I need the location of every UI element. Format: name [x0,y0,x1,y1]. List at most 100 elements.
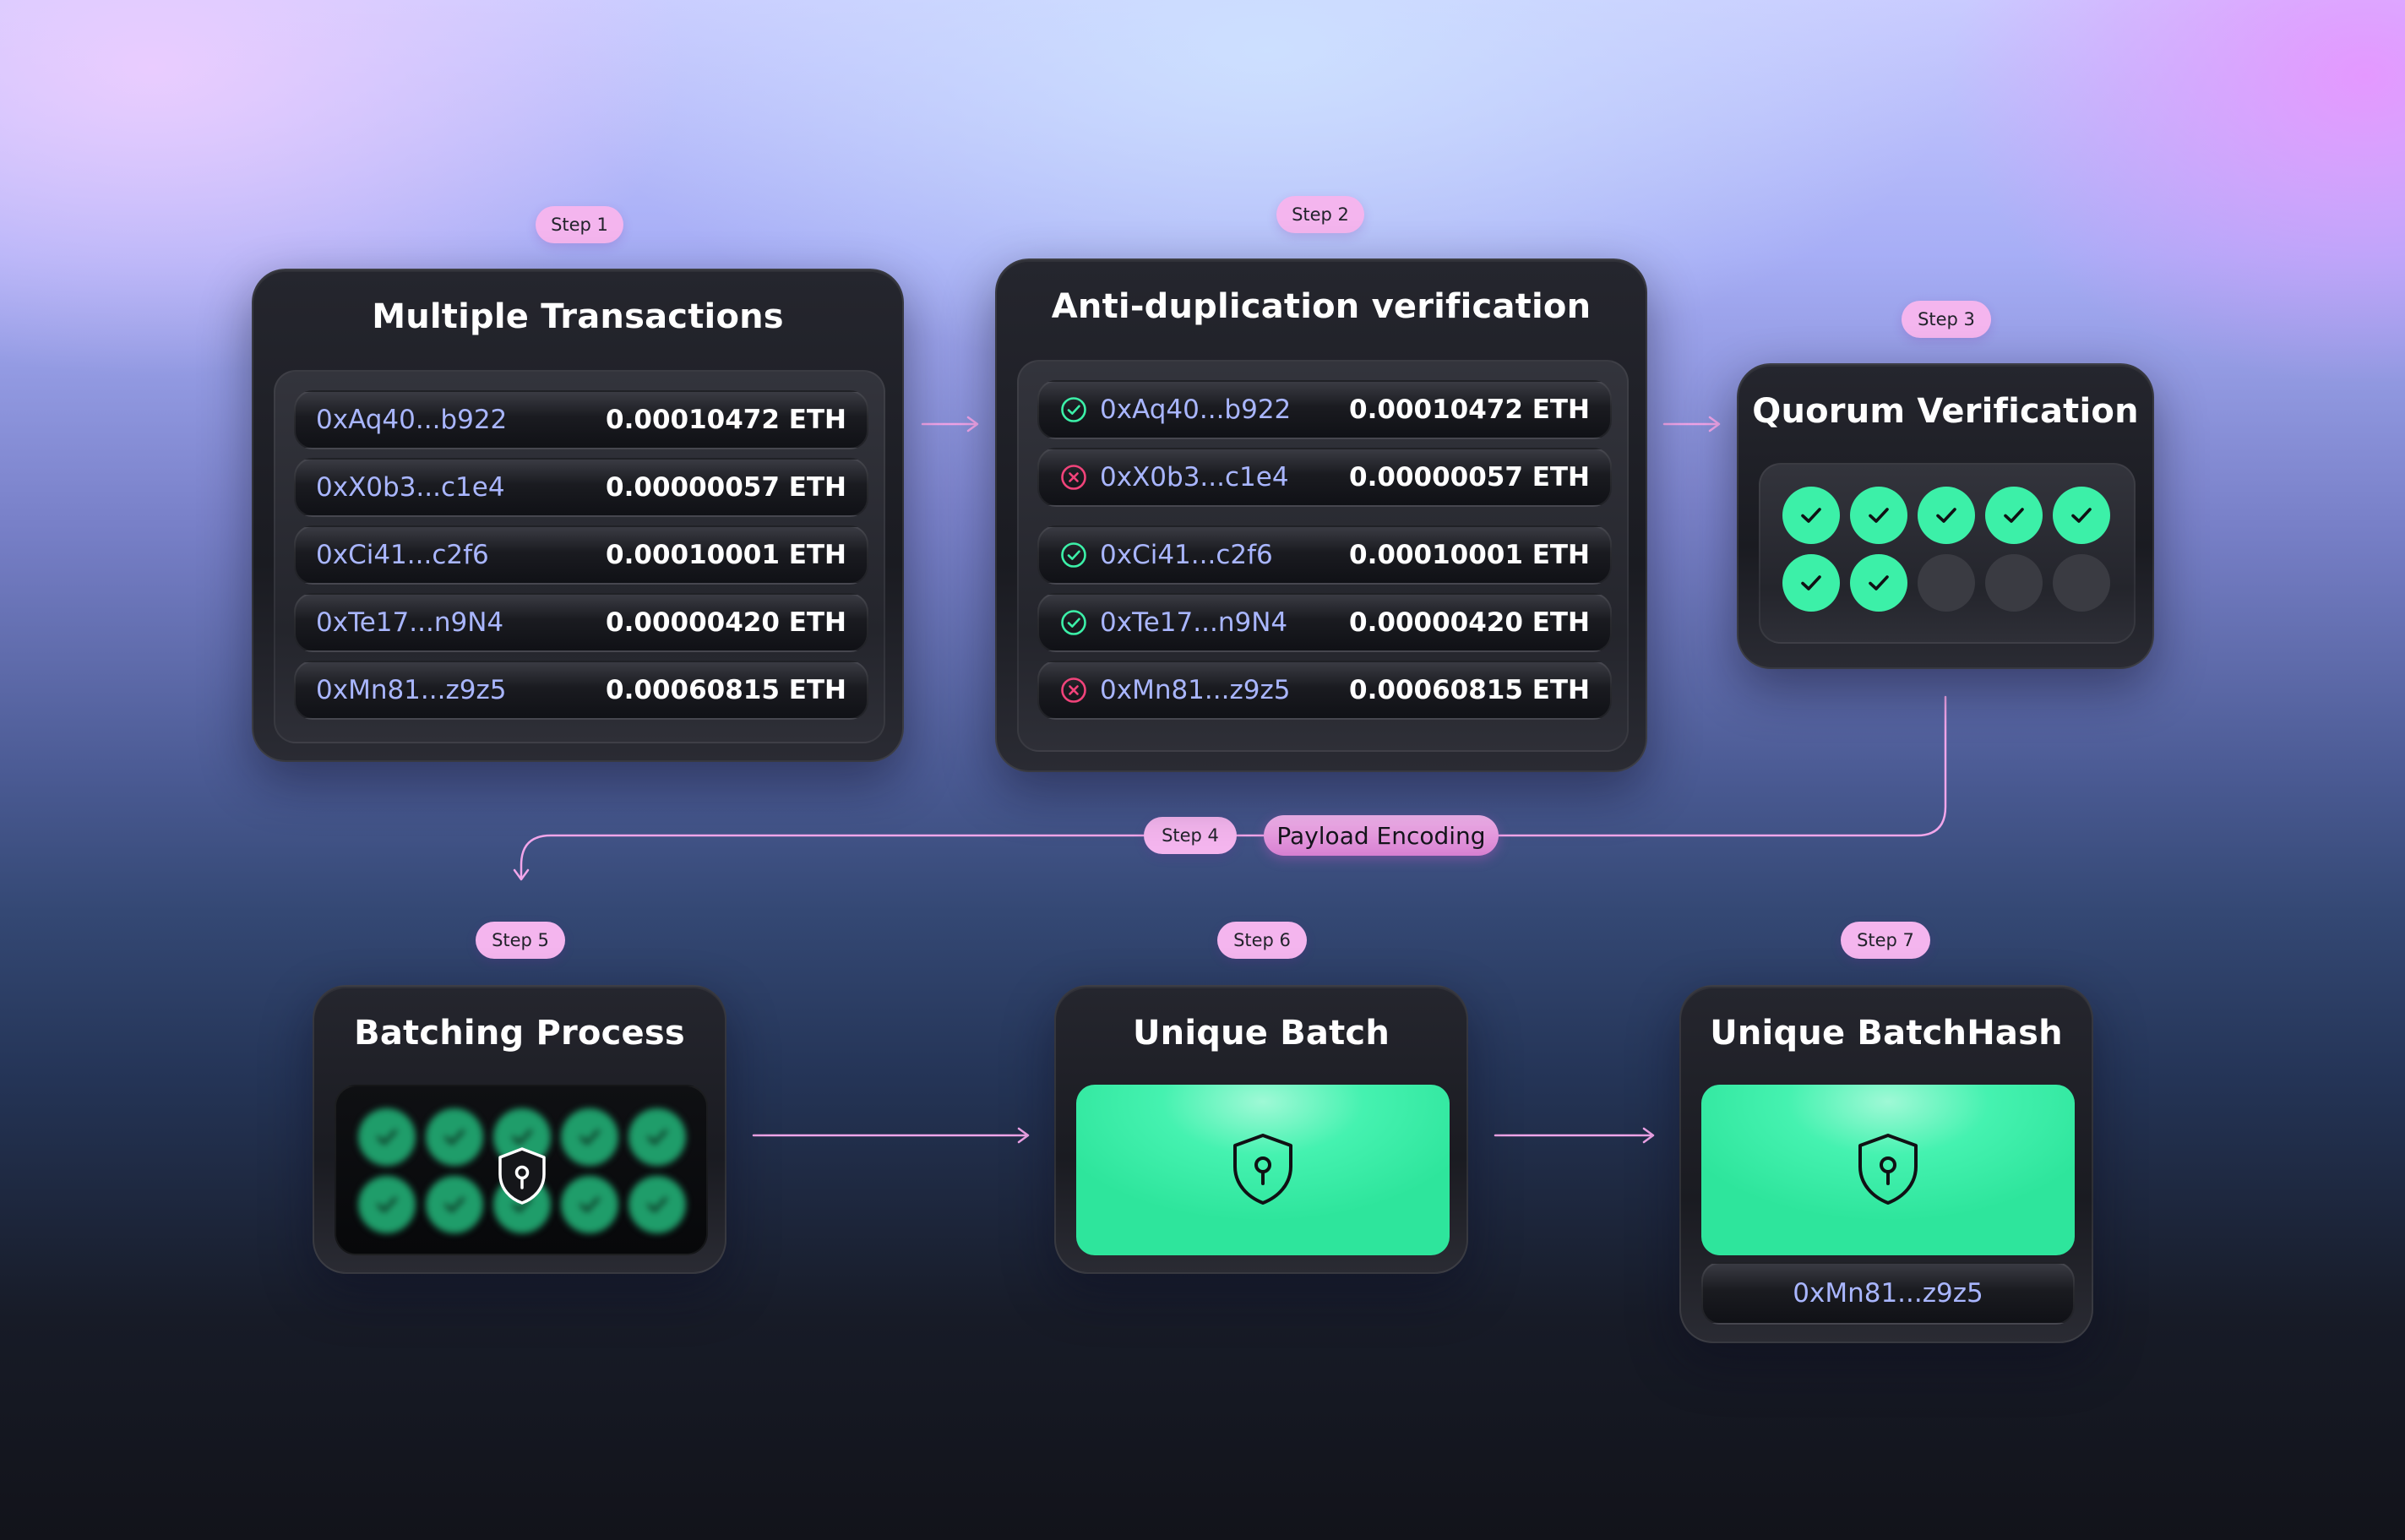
transaction-hash: 0xTe17...n9N4 [316,607,504,638]
transaction-amount: 0.00000057 ETH [1349,462,1590,492]
transaction-row: 0xX0b3...c1e4 0.00000057 ETH [294,458,868,517]
transaction-list: 0xAq40...b922 0.00010472 ETH 0xX0b3...c1… [274,370,885,743]
transaction-amount: 0.00010001 ETH [1349,540,1590,570]
shield-lock-icon [1233,1134,1292,1205]
batched-transaction-dot [426,1108,483,1166]
transaction-amount: 0.00010001 ETH [606,540,846,570]
check-circle-icon [1061,610,1086,635]
transaction-hash: 0xX0b3...c1e4 [316,472,505,503]
checkmark-icon [512,1197,532,1212]
checkmark-icon [1869,575,1889,590]
step-2-badge: Step 2 [1276,196,1364,233]
quorum-vote-pending [1985,554,2043,612]
transaction-hash: 0xCi41...c2f6 [316,540,489,570]
checkmark-icon [377,1129,397,1145]
batched-transaction-dot [628,1108,686,1166]
checkmark-icon [2004,508,2024,523]
check-circle-icon [1061,397,1086,422]
transaction-hash: 0xAq40...b922 [316,405,508,435]
transaction-amount: 0.00000057 ETH [606,472,846,503]
unique-batch-card: Unique Batch [1054,985,1468,1274]
arrow-step2-to-step3 [1662,416,1721,433]
checkmark-icon [444,1129,465,1145]
transaction-amount: 0.00060815 ETH [1349,675,1590,705]
checkmark-icon [512,1129,532,1145]
step-7-badge: Step 7 [1841,922,1930,959]
batch-panel [1076,1085,1450,1255]
transaction-amount: 0.00010472 ETH [1349,395,1590,425]
transaction-row: 0xMn81...z9z5 0.00060815 ETH [294,661,868,720]
anti-duplication-card: Anti-duplication verification 0xAq40...b… [995,258,1647,772]
batched-transaction-dot [426,1176,483,1233]
quorum-vote-pending [1918,554,1975,612]
multiple-transactions-card: Multiple Transactions 0xAq40...b922 0.00… [252,269,904,762]
unique-batchhash-card: Unique BatchHash 0xMn81...z9z5 [1679,985,2093,1343]
step-1-badge: Step 1 [536,206,623,243]
payload-encoding-label: Payload Encoding [1264,815,1499,856]
card-title: Unique Batch [1132,1014,1390,1053]
quorum-vote-confirmed [1918,487,1975,544]
transaction-amount: 0.00060815 ETH [606,675,846,705]
check-circle-icon [1061,542,1086,568]
transaction-row: 0xCi41...c2f6 0.00010001 ETH [294,525,868,585]
checkmark-icon [1936,508,1956,523]
step-3-badge: Step 3 [1902,301,1991,338]
quorum-vote-confirmed [2053,487,2110,544]
checkmark-icon [1801,508,1821,523]
shield-lock-icon [498,1147,546,1205]
batched-transaction-dot [628,1176,686,1233]
checkmark-icon [647,1129,667,1145]
card-title: Multiple Transactions [372,297,784,336]
batching-process-card: Batching Process [313,985,726,1274]
batched-transaction-dot [358,1176,416,1233]
verification-list: 0xAq40...b922 0.00010472 ETH 0xX0b3...c1… [1017,360,1629,752]
batch-hash-field: 0xMn81...z9z5 [1701,1262,2075,1325]
batching-grid [335,1085,708,1255]
checkmark-icon [1869,508,1889,523]
batched-transaction-dot [561,1176,618,1233]
batchhash-panel [1701,1085,2075,1255]
batched-transaction-dot [561,1108,618,1166]
checkmark-icon [647,1197,667,1212]
verified-row: 0xCi41...c2f6 0.00010001 ETH [1037,525,1612,585]
batched-transaction-dot [358,1108,416,1166]
transaction-amount: 0.00010472 ETH [606,405,846,435]
x-circle-icon [1061,677,1086,703]
quorum-vote-confirmed [1782,554,1840,612]
arrow-step1-to-step2 [921,416,979,433]
transaction-hash: 0xX0b3...c1e4 [1100,462,1289,492]
transaction-amount: 0.00000420 ETH [1349,607,1590,638]
transaction-hash: 0xMn81...z9z5 [1100,675,1291,705]
quorum-vote-confirmed [1850,554,1907,612]
quorum-vote-grid [1759,463,2136,644]
shield-lock-icon [1858,1134,1918,1205]
checkmark-icon [377,1197,397,1212]
card-title: Quorum Verification [1752,392,2139,431]
batch-hash: 0xMn81...z9z5 [1793,1278,1983,1309]
transaction-hash: 0xCi41...c2f6 [1100,540,1273,570]
transaction-hash: 0xAq40...b922 [1100,395,1292,425]
quorum-vote-confirmed [1985,487,2043,544]
arrow-step5-to-step6 [752,1127,1030,1144]
quorum-vote-confirmed [1850,487,1907,544]
arrow-step6-to-step7 [1494,1127,1655,1144]
card-title: Anti-duplication verification [1051,287,1592,326]
checkmark-icon [2071,508,2092,523]
checkmark-icon [579,1129,600,1145]
transaction-row: 0xAq40...b922 0.00010472 ETH [294,390,868,449]
transaction-hash: 0xMn81...z9z5 [316,675,507,705]
verified-row: 0xTe17...n9N4 0.00000420 ETH [1037,593,1612,652]
checkmark-icon [444,1197,465,1212]
quorum-vote-pending [2053,554,2110,612]
quorum-verification-card: Quorum Verification [1737,363,2154,669]
checkmark-icon [1801,575,1821,590]
transaction-amount: 0.00000420 ETH [606,607,846,638]
quorum-vote-confirmed [1782,487,1840,544]
checkmark-icon [579,1197,600,1212]
step-4-badge: Step 4 [1144,817,1237,854]
card-title: Unique BatchHash [1710,1014,2063,1053]
rejected-row: 0xX0b3...c1e4 0.00000057 ETH [1037,448,1612,507]
transaction-hash: 0xTe17...n9N4 [1100,607,1288,638]
rejected-row: 0xMn81...z9z5 0.00060815 ETH [1037,661,1612,720]
verified-row: 0xAq40...b922 0.00010472 ETH [1037,380,1612,439]
